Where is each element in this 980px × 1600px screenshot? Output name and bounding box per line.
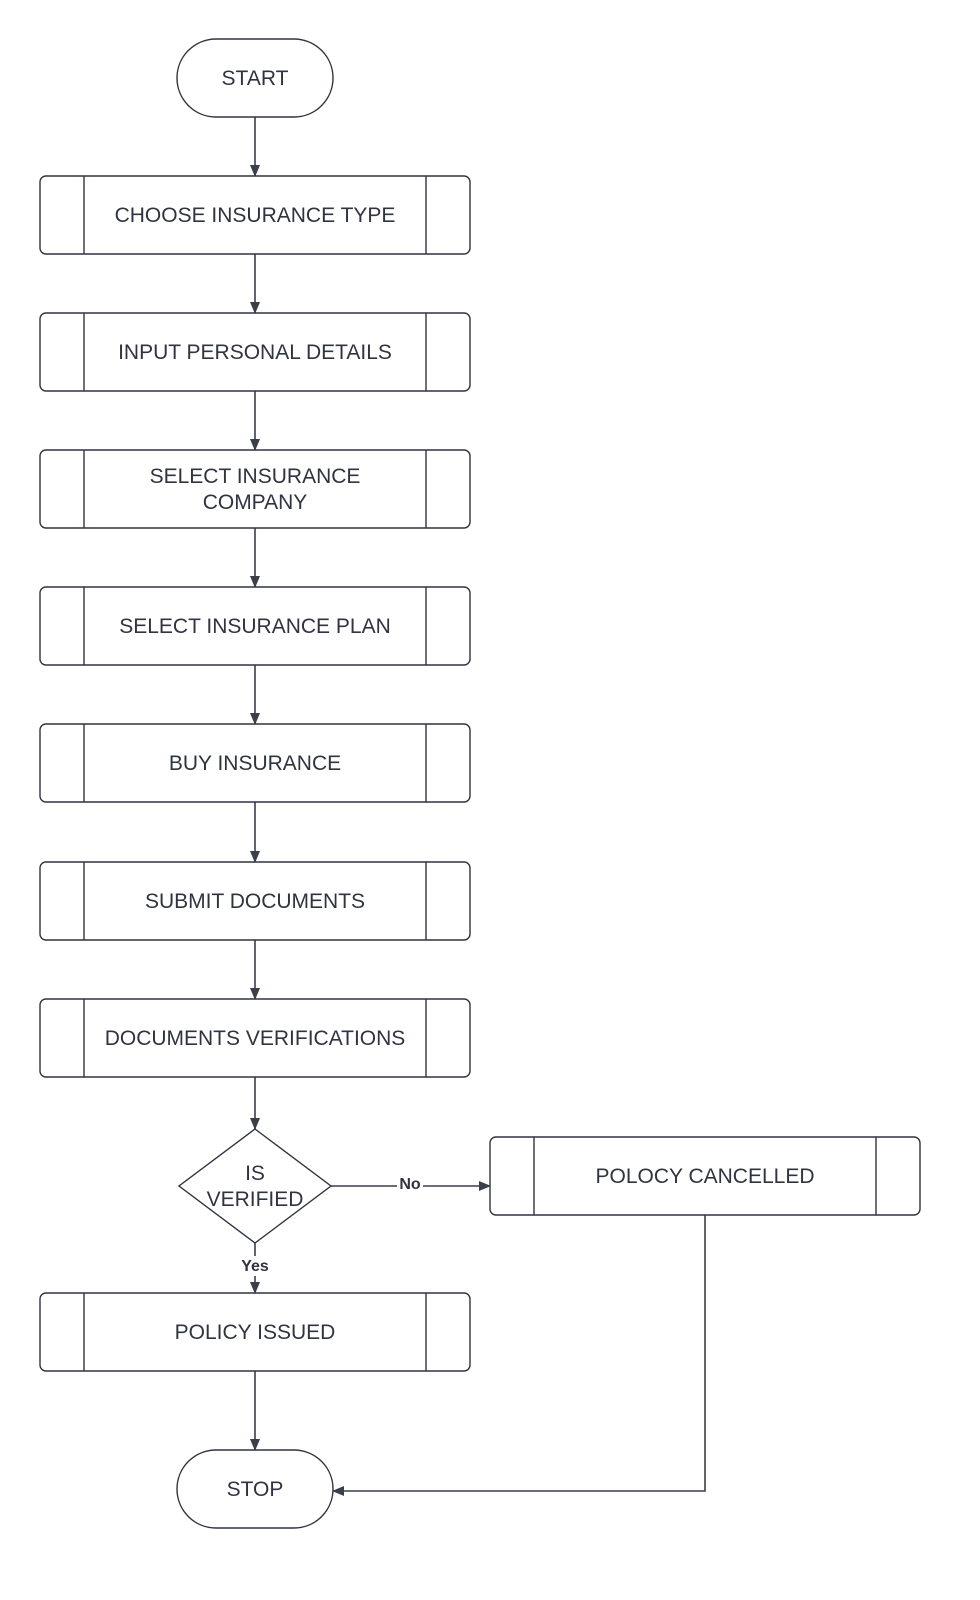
- node-issued: POLICY ISSUED: [39, 1292, 471, 1372]
- edge-label-background: [397, 1174, 423, 1194]
- node-stop: STOP: [176, 1449, 334, 1529]
- terminal-shape: [176, 1449, 334, 1529]
- node-choose-type: CHOOSE INSURANCE TYPE: [39, 175, 471, 255]
- node-personal-details: INPUT PERSONAL DETAILS: [39, 312, 471, 392]
- node-cancelled: POLOCY CANCELLED: [489, 1136, 921, 1216]
- node-label: COMPANY: [203, 491, 308, 514]
- edge-label-yes: Yes: [237, 1256, 273, 1276]
- process-shape: [39, 1292, 471, 1372]
- node-label: SELECT INSURANCE: [150, 465, 361, 488]
- node-label: IS: [245, 1162, 265, 1185]
- process-shape: [39, 586, 471, 666]
- edge-label-text: Yes: [241, 1258, 269, 1275]
- node-label: START: [222, 67, 289, 90]
- process-shape: [39, 312, 471, 392]
- node-is-verified: IS VERIFIED: [177, 1128, 333, 1244]
- node-label: POLICY ISSUED: [175, 1321, 336, 1344]
- terminal-shape: [176, 38, 334, 118]
- edge-cancelled-to-stop: [332, 1215, 706, 1496]
- process-shape: [39, 449, 471, 529]
- process-shape: [489, 1136, 921, 1216]
- node-submit-docs: SUBMIT DOCUMENTS: [39, 861, 471, 941]
- node-verify-docs: DOCUMENTS VERIFICATIONS: [39, 998, 471, 1078]
- node-select-plan: SELECT INSURANCE PLAN: [39, 586, 471, 666]
- edge-label-background: [237, 1256, 273, 1276]
- node-select-company: SELECT INSURANCE COMPANY: [39, 449, 471, 529]
- node-start: START: [176, 38, 334, 118]
- nodes-layer: START CHOOSE INSURANCE TYPE INPUT PERSONAL…: [39, 38, 921, 1529]
- node-label: SUBMIT DOCUMENTS: [145, 890, 365, 913]
- node-label: VERIFIED: [207, 1188, 304, 1211]
- node-label: SELECT INSURANCE PLAN: [119, 615, 391, 638]
- node-label: POLOCY CANCELLED: [595, 1165, 814, 1188]
- decision-diamond-shape: [177, 1128, 333, 1244]
- node-label: INPUT PERSONAL DETAILS: [118, 341, 392, 364]
- node-buy: BUY INSURANCE: [39, 723, 471, 803]
- process-shape: [39, 998, 471, 1078]
- process-shape: [39, 723, 471, 803]
- edge-label-text: No: [399, 1176, 421, 1193]
- node-label: CHOOSE INSURANCE TYPE: [115, 204, 396, 227]
- process-shape: [39, 861, 471, 941]
- node-label: DOCUMENTS VERIFICATIONS: [105, 1027, 406, 1050]
- node-label: BUY INSURANCE: [169, 752, 341, 775]
- process-shape: [39, 175, 471, 255]
- node-label: STOP: [227, 1478, 284, 1501]
- edge-label-no: No: [397, 1174, 423, 1194]
